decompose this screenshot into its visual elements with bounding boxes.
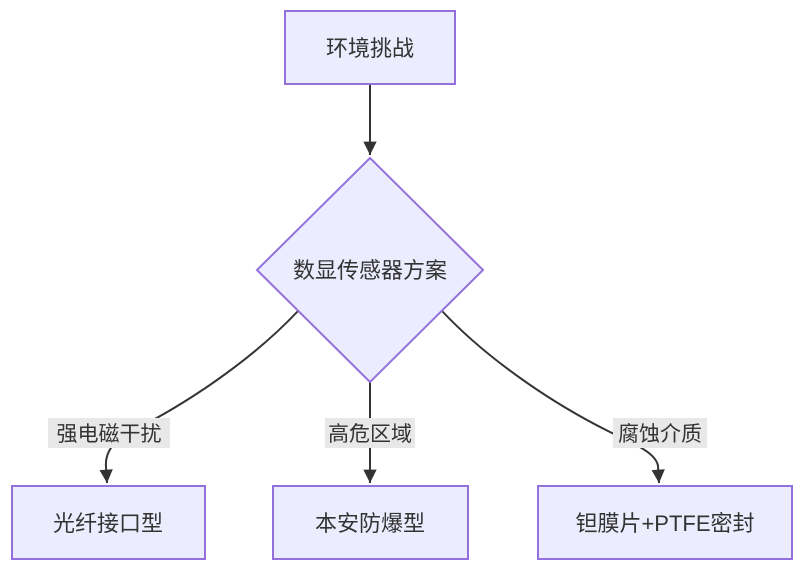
node-tantalum-ptfe-seal-box <box>537 485 793 560</box>
node-fiber-optic-interface: 光纤接口型 <box>11 485 206 560</box>
node-intrinsically-safe-label: 本安防爆型 <box>315 511 425 536</box>
node-intrinsically-safe-box <box>272 485 469 560</box>
node-intrinsically-safe: 本安防爆型 <box>272 485 469 560</box>
node-fiber-optic-interface-label: 光纤接口型 <box>53 511 163 536</box>
edge-label-corrosive-medium: 腐蚀介质 <box>613 418 707 448</box>
edge-decision-to-fiber <box>99 310 299 484</box>
node-tantalum-ptfe-seal: 钽膜片+PTFE密封 <box>537 485 793 560</box>
edge-label-high-risk-area: 高危区域 <box>325 418 415 448</box>
node-fiber-optic-interface-box <box>11 485 206 560</box>
node-tantalum-ptfe-seal-label: 钽膜片+PTFE密封 <box>575 511 754 536</box>
edge-label-strong-emi: 强电磁干扰 <box>48 418 170 448</box>
node-environment-challenge-box <box>284 10 456 85</box>
edge-label-high-risk-area-bg <box>325 418 415 448</box>
edge-label-corrosive-medium-bg <box>613 418 707 448</box>
node-environment-challenge: 环境挑战 <box>284 10 456 85</box>
edge-label-corrosive-medium-text: 腐蚀介质 <box>618 423 702 446</box>
node-decision-sensor-solution: 数显传感器方案 <box>255 156 485 384</box>
edge-label-strong-emi-bg <box>48 418 170 448</box>
node-decision-sensor-solution-diamond <box>255 156 485 384</box>
edge-label-high-risk-area-text: 高危区域 <box>328 423 412 446</box>
node-environment-challenge-label: 环境挑战 <box>326 36 414 61</box>
edge-decision-to-tantalum <box>441 310 665 484</box>
node-decision-sensor-solution-label: 数显传感器方案 <box>293 258 447 283</box>
edge-label-strong-emi-text: 强电磁干扰 <box>57 423 162 446</box>
